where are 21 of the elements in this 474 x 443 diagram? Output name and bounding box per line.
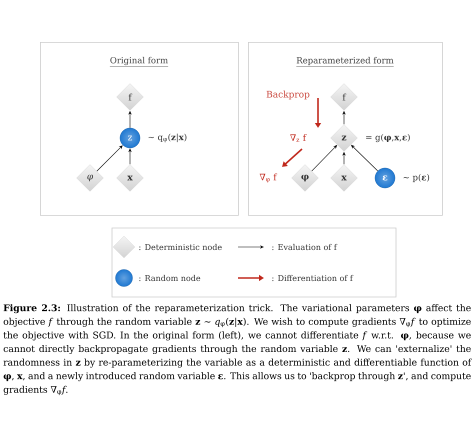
legend-text: : Differentiation of f (272, 274, 354, 282)
arrow (96, 145, 123, 172)
caption: Figure 2.3: Illustration of the reparameterization trick. The variational parameters φ affect the objective f through the random variable z ∼ q$_{φ}$(z|x). We wish to compute gradients ∇$_{φ}$f to optimize the objective with SGD. In the original form (left), we cannot differentiate f w.r.t. φ, because we cannot directly backpropagate gradients through the random variable z. We can 'externalize' the randomness in z by re-parameterizing the variable as a deterministic and differentiable function of φ, x, and a newly introduced random variable ε. This allows us to 'backprop through z', and compute gradients ∇$_{φ}$f. (3, 304, 472, 396)
node-annotation: ∼ q$_{φ}$(z|x) (148, 134, 186, 142)
gradient-label: ∇$_{z}$ f (290, 134, 307, 142)
legend-text: : Deterministic node (139, 244, 222, 250)
random-node: z (120, 128, 140, 148)
random-node: ε (374, 168, 396, 188)
deterministic-node: f (330, 83, 358, 111)
node-annotation: = g(φ,x,ε) (366, 134, 410, 142)
deterministic-node: φ (291, 164, 319, 192)
gradient-label: ∇$_{φ}$ f (260, 173, 278, 183)
deterministic-node: x (330, 164, 358, 192)
legend-text: : Random node (139, 274, 200, 282)
node-annotation: ∼ p(ε) (404, 174, 430, 182)
gradient-label: Backprop (266, 90, 310, 100)
deterministic-node: φ (76, 164, 104, 192)
deterministic-node: z (330, 124, 358, 152)
legend-text: : Evaluation of f (272, 244, 338, 250)
deterministic-node: f (116, 83, 144, 111)
deterministic-node: x (116, 164, 144, 192)
